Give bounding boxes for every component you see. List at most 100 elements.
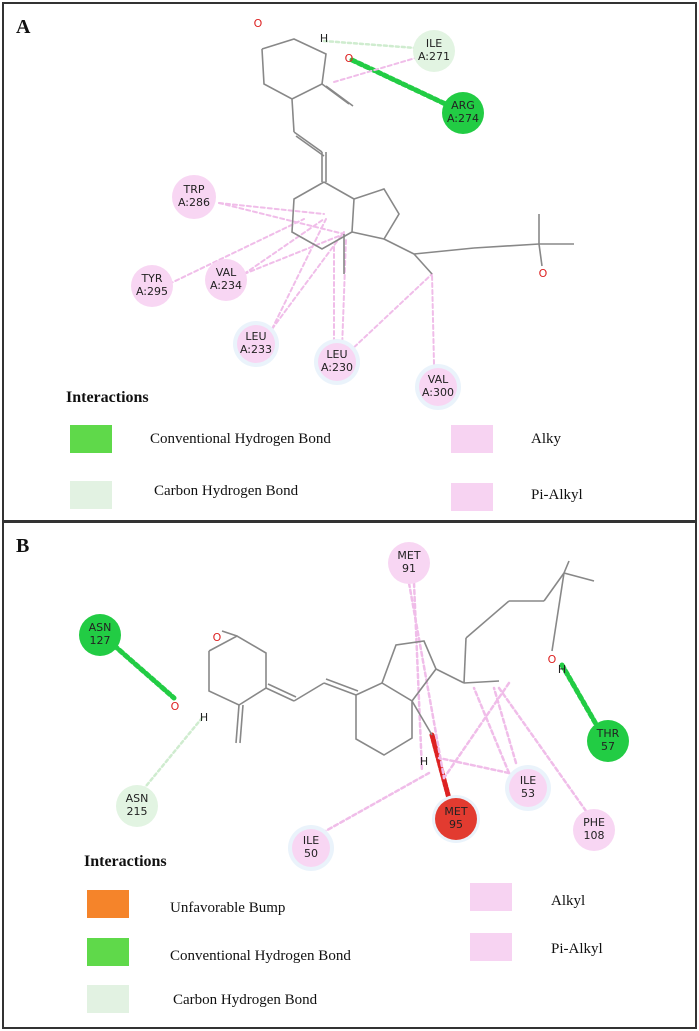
residue-id: 108 bbox=[584, 829, 605, 842]
legend-label: Alky bbox=[531, 431, 561, 447]
alkyl-line bbox=[472, 686, 511, 775]
panel-b: B bbox=[2, 521, 697, 1029]
alkyl-line bbox=[271, 231, 345, 330]
alkyl-line bbox=[168, 218, 305, 285]
alkyl-line bbox=[218, 202, 345, 235]
legend-label: Alkyl bbox=[551, 893, 586, 909]
alkyl-line bbox=[243, 233, 345, 275]
residue-name: ASN bbox=[126, 792, 149, 805]
residue-id: A:271 bbox=[418, 50, 450, 63]
alkyl-line bbox=[442, 681, 511, 780]
alkyl-line bbox=[341, 238, 347, 350]
legend-swatch-pi-alkyl bbox=[470, 933, 512, 961]
conventional-h-bond-line bbox=[559, 662, 603, 734]
legend-swatch-carbon-h bbox=[70, 481, 112, 509]
alkyl-line bbox=[497, 686, 588, 813]
residue-node: ILE A:271 bbox=[413, 30, 455, 72]
residue-name: MET bbox=[444, 805, 467, 818]
carbon-h-bond-line bbox=[322, 39, 431, 51]
residue-name: MET bbox=[397, 549, 420, 562]
residue-id: 50 bbox=[304, 847, 318, 860]
alkyl-line bbox=[320, 771, 431, 835]
alkyl-line bbox=[348, 273, 433, 353]
legend-swatch-alkyl bbox=[470, 883, 512, 911]
conventional-h-bond-line bbox=[349, 57, 457, 111]
legend-label: Conventional Hydrogen Bond bbox=[170, 948, 351, 964]
residue-name: ARG bbox=[451, 99, 475, 112]
residue-name: PHE bbox=[583, 816, 605, 829]
residue-node: TRP A:286 bbox=[172, 175, 216, 219]
residue-name: ILE bbox=[520, 774, 536, 787]
residue-node: LEU A:230 bbox=[314, 339, 360, 385]
legend-swatch-conventional-h bbox=[87, 938, 129, 966]
alkyl-line bbox=[431, 273, 435, 365]
legend-title: Interactions bbox=[66, 389, 149, 406]
hydrogen-atom-label: H bbox=[200, 711, 208, 724]
conventional-h-bond-line bbox=[106, 638, 177, 701]
interaction-diagram-a: O O H O ILE A:271 ARG A:274 TRP A:286 TY… bbox=[131, 17, 574, 410]
legend-label: Pi-Alkyl bbox=[551, 941, 603, 957]
residue-name: TYR bbox=[140, 272, 162, 285]
residue-name: ASN bbox=[89, 621, 112, 634]
residue-name: THR bbox=[596, 727, 620, 740]
residue-name: VAL bbox=[216, 266, 237, 279]
residue-name: VAL bbox=[428, 373, 449, 386]
residue-id: A:233 bbox=[240, 343, 272, 356]
residue-name: LEU bbox=[245, 330, 266, 343]
alkyl-line bbox=[218, 202, 325, 215]
residue-name: ILE bbox=[303, 834, 319, 847]
alkyl-line bbox=[437, 756, 511, 775]
legend-swatch-alkyl bbox=[451, 425, 493, 453]
residue-node: ILE 53 bbox=[505, 765, 551, 811]
legend-label: Carbon Hydrogen Bond bbox=[173, 992, 318, 1008]
oxygen-atom-label: O bbox=[171, 700, 180, 713]
residue-node: PHE 108 bbox=[573, 809, 615, 851]
residue-id: A:274 bbox=[447, 112, 479, 125]
residue-node: MET 91 bbox=[388, 542, 430, 584]
residue-id: A:234 bbox=[210, 279, 242, 292]
hydrogen-atom-label: H bbox=[558, 663, 566, 676]
residue-node: ILE 50 bbox=[288, 825, 334, 871]
hydrogen-atom-label: H bbox=[420, 755, 428, 768]
residue-node: THR 57 bbox=[587, 720, 629, 762]
residue-name: TRP bbox=[183, 183, 205, 196]
alkyl-line bbox=[333, 53, 430, 83]
residue-node: LEU A:233 bbox=[233, 321, 279, 367]
legend-swatch-unfavorable-bump bbox=[87, 890, 129, 918]
panel-a: A bbox=[2, 2, 697, 522]
legend-label: Unfavorable Bump bbox=[170, 900, 286, 916]
legend-swatch-conventional-h bbox=[70, 425, 112, 453]
oxygen-atom-label: O bbox=[254, 17, 263, 30]
legend-title: Interactions bbox=[84, 853, 167, 870]
panel-letter: B bbox=[16, 535, 30, 557]
hydrogen-atom-label: H bbox=[320, 32, 328, 45]
residue-id: 91 bbox=[402, 562, 416, 575]
residue-node: MET 95 bbox=[432, 795, 480, 843]
carbon-h-bond-line bbox=[140, 716, 204, 793]
oxygen-atom-label: O bbox=[213, 631, 222, 644]
oxygen-atom-label: O bbox=[548, 653, 557, 666]
residue-name: LEU bbox=[326, 348, 347, 361]
alkyl-line bbox=[271, 218, 327, 330]
legend-swatch-carbon-h bbox=[87, 985, 129, 1013]
residue-id: 215 bbox=[127, 805, 148, 818]
residue-node: ARG A:274 bbox=[442, 92, 484, 134]
ligand-skeleton bbox=[208, 560, 595, 756]
residue-id: A:295 bbox=[136, 285, 168, 298]
ligand-skeleton bbox=[261, 38, 574, 275]
residue-id: 57 bbox=[601, 740, 615, 753]
residue-id: 95 bbox=[449, 818, 463, 831]
residue-node: VAL A:234 bbox=[205, 259, 247, 301]
residue-id: 53 bbox=[521, 787, 535, 800]
legend-label: Carbon Hydrogen Bond bbox=[154, 483, 299, 499]
residue-node: ASN 215 bbox=[116, 785, 158, 827]
residue-id: A:300 bbox=[422, 386, 454, 399]
oxygen-atom-label: O bbox=[539, 267, 548, 280]
panel-letter: A bbox=[16, 16, 31, 38]
residue-id: A:286 bbox=[178, 196, 210, 209]
interaction-diagram-b: O O H O H H MET 91 ASN 127 THR 57 ASN 21… bbox=[79, 542, 629, 871]
residue-node: VAL A:300 bbox=[415, 364, 461, 410]
legend-label: Pi-Alkyl bbox=[531, 487, 583, 503]
legend-swatch-pi-alkyl bbox=[451, 483, 493, 511]
alkyl-line bbox=[243, 218, 325, 275]
